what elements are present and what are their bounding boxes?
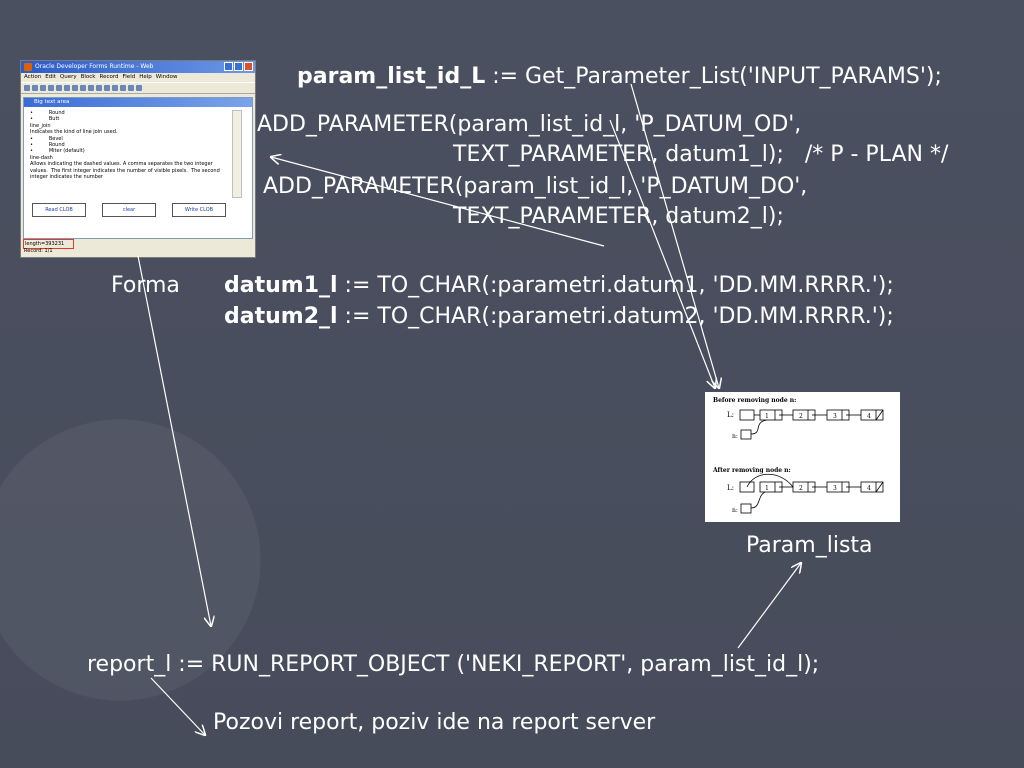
menu-window: Window bbox=[155, 74, 178, 80]
copy-icon bbox=[56, 85, 62, 91]
exit-icon bbox=[40, 85, 46, 91]
add-parameter-do-line2: TEXT_PARAMETER, datum2_l); bbox=[453, 204, 784, 229]
forms-window-title: Oracle Developer Forms Runtime - Web bbox=[35, 63, 154, 70]
query-icon bbox=[72, 85, 78, 91]
save-icon bbox=[24, 85, 30, 91]
big-text-area-title: Big text area bbox=[24, 98, 252, 107]
oracle-app-icon bbox=[24, 63, 32, 71]
after-removal-title: After removing node n: bbox=[712, 467, 791, 474]
menu-block: Block bbox=[80, 74, 96, 80]
node-label-after: n: bbox=[732, 507, 738, 514]
menu-edit: Edit bbox=[45, 74, 56, 80]
after-node-4: 4 bbox=[867, 485, 871, 492]
clear-button: clear bbox=[102, 203, 156, 217]
before-node-3: 3 bbox=[833, 413, 837, 420]
before-node-1: 1 bbox=[765, 413, 769, 420]
forms-window-titlebar: Oracle Developer Forms Runtime - Web bbox=[21, 61, 255, 73]
close-icon bbox=[244, 62, 253, 71]
forms-toolbar bbox=[21, 82, 255, 94]
param-lista-label: Param_lista bbox=[746, 533, 873, 558]
menu-action: Action bbox=[24, 74, 42, 80]
datum2-line: datum2_l := TO_CHAR(:parametri.datum2, '… bbox=[224, 304, 894, 330]
paste-icon bbox=[64, 85, 70, 91]
before-removal-title: Before removing node n: bbox=[713, 397, 796, 404]
maximize-icon bbox=[234, 62, 243, 71]
datum2-expression: := TO_CHAR(:parametri.datum2, 'DD.MM.RRR… bbox=[337, 304, 894, 329]
menu-record: Record bbox=[99, 74, 119, 80]
last-record-icon bbox=[112, 85, 118, 91]
insert-record-icon bbox=[120, 85, 126, 91]
length-field: length=393231 bbox=[23, 239, 74, 249]
next-record-icon bbox=[104, 85, 110, 91]
forms-runtime-screenshot: Oracle Developer Forms Runtime - Web Act… bbox=[20, 60, 256, 258]
execute-icon bbox=[80, 85, 86, 91]
get-parameter-list-line: param_list_id_L := Get_Parameter_List('I… bbox=[297, 64, 942, 90]
forma-label: Forma bbox=[111, 273, 180, 298]
before-nodes bbox=[739, 409, 884, 440]
param-list-id-var: param_list_id_L bbox=[297, 64, 486, 89]
big-text-area-window: Big text area • Round • Butt line_join I… bbox=[23, 97, 253, 239]
linked-list-removal-diagram: Before removing node n: L: 1 2 3 4 n: Af… bbox=[705, 392, 900, 522]
add-parameter-od-line2: TEXT_PARAMETER, datum1_l); /* P - PLAN *… bbox=[453, 142, 949, 167]
write-clob-button: Write CLOB bbox=[172, 203, 226, 217]
menu-query: Query bbox=[59, 74, 77, 80]
cut-icon bbox=[48, 85, 54, 91]
help-icon bbox=[136, 85, 142, 91]
node-label-before: n: bbox=[732, 433, 738, 440]
delete-record-icon bbox=[128, 85, 134, 91]
after-node-3: 3 bbox=[833, 485, 837, 492]
before-node-4: 4 bbox=[867, 413, 871, 420]
read-clob-button: Read CLOB bbox=[32, 203, 86, 217]
run-report-line: report_l := RUN_REPORT_OBJECT ('NEKI_REP… bbox=[87, 652, 820, 677]
add-parameter-do-line1: ADD_PARAMETER(param_list_id_l, 'P_DATUM_… bbox=[263, 174, 808, 199]
first-record-icon bbox=[88, 85, 94, 91]
menu-field: Field bbox=[122, 74, 136, 80]
datum2-var: datum2_l bbox=[224, 304, 338, 329]
before-node-2: 2 bbox=[799, 413, 803, 420]
print-icon bbox=[32, 85, 38, 91]
get-parameter-list-call: := Get_Parameter_List('INPUT_PARAMS'); bbox=[485, 64, 942, 89]
minimize-icon bbox=[224, 62, 233, 71]
menu-help: Help bbox=[139, 74, 152, 80]
forms-status-bar: length=393231 Record: 1/1 bbox=[23, 239, 251, 255]
pozovi-report-caption: Pozovi report, poziv ide na report serve… bbox=[213, 710, 656, 735]
add-parameter-od-line1: ADD_PARAMETER(param_list_id_l, 'P_DATUM_… bbox=[257, 112, 802, 137]
list-label-before: L: bbox=[727, 411, 734, 419]
forms-menubar: Action Edit Query Block Record Field Hel… bbox=[21, 73, 255, 82]
datum1-expression: := TO_CHAR(:parametri.datum1, 'DD.MM.RRR… bbox=[337, 273, 894, 298]
list-label-after: L: bbox=[727, 484, 734, 492]
previous-record-icon bbox=[96, 85, 102, 91]
datum1-line: datum1_l := TO_CHAR(:parametri.datum1, '… bbox=[224, 273, 894, 299]
text-area-scrollbar bbox=[232, 110, 242, 198]
after-nodes bbox=[739, 474, 884, 514]
datum1-var: datum1_l bbox=[224, 273, 338, 298]
after-node-1: 1 bbox=[765, 485, 769, 492]
record-indicator: Record: 1/1 bbox=[24, 248, 53, 254]
big-text-area-content: • Round • Butt line_join Indicates the k… bbox=[30, 110, 220, 181]
after-node-2: 2 bbox=[799, 485, 803, 492]
